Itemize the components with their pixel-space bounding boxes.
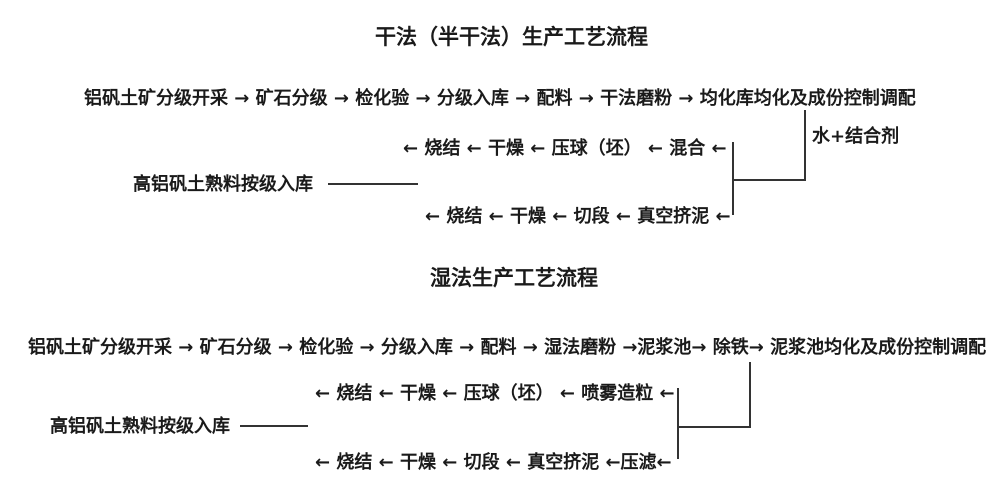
dry-main-drop-connector-line (804, 110, 806, 181)
dry-lower-branch-row: ← 烧结 ← 干燥 ← 切段 ← 真空挤泥 ← (425, 206, 731, 227)
water-binder-label: 水+结合剂 (812, 126, 900, 147)
dry-main-flow-row: 铝矾土矿分级开采 → 矿石分级 → 检化验 → 分级入库 → 配料 → 干法磨粉… (84, 88, 916, 109)
dry-branch-connector-line (732, 142, 734, 215)
dry-process-title: 干法（半干法）生产工艺流程 (375, 25, 648, 49)
wet-lower-branch-row: ← 烧结 ← 干燥 ← 切段 ← 真空挤泥 ←压滤← (315, 452, 672, 473)
wet-storage-label: 高铝矾土熟料按级入库 (50, 416, 230, 437)
wet-branch-connector-line (677, 388, 679, 459)
dry-storage-connector-line (328, 183, 418, 185)
dry-join-connector-line (732, 179, 806, 181)
dry-upper-branch-row: ← 烧结 ← 干燥 ← 压球（坯） ← 混合 ← (403, 138, 727, 159)
wet-process-title: 湿法生产工艺流程 (430, 266, 598, 290)
dry-storage-label: 高铝矾土熟料按级入库 (133, 174, 313, 195)
wet-main-drop-connector-line (749, 362, 751, 428)
wet-upper-branch-row: ← 烧结 ← 干燥 ← 压球（坯） ← 喷雾造粒 ← (315, 383, 675, 404)
wet-main-flow-row: 铝矾土矿分级开采 → 矿石分级 → 检化验 → 分级入库 → 配料 → 湿法磨粉… (28, 337, 987, 358)
wet-storage-connector-line (240, 425, 308, 427)
wet-join-connector-line (677, 426, 751, 428)
